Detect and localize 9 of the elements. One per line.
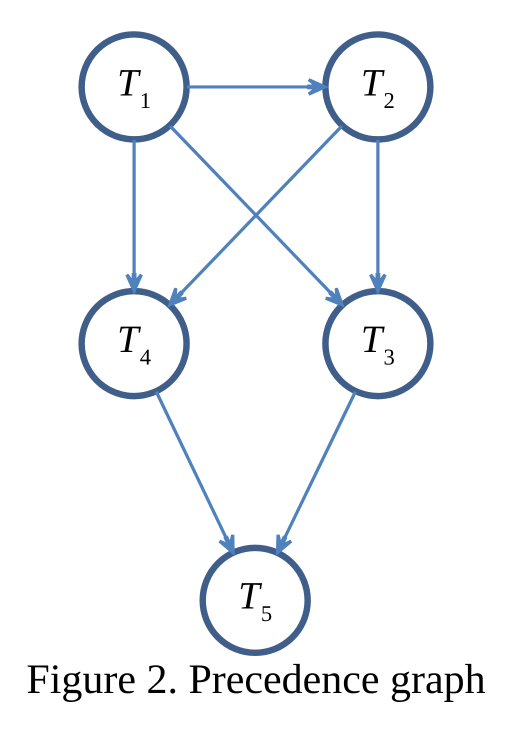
node-circle: T$_{5}$ [200,544,311,656]
node-circle: T$_{1}$ [78,30,190,142]
node-circle: T$_{2}$ [322,30,434,142]
caption: Figure 2. Precedence graph [26,656,486,702]
arrow [125,139,143,292]
arrow [186,78,327,96]
arrow [369,139,387,292]
arrow [276,390,357,554]
arrow [154,390,235,554]
